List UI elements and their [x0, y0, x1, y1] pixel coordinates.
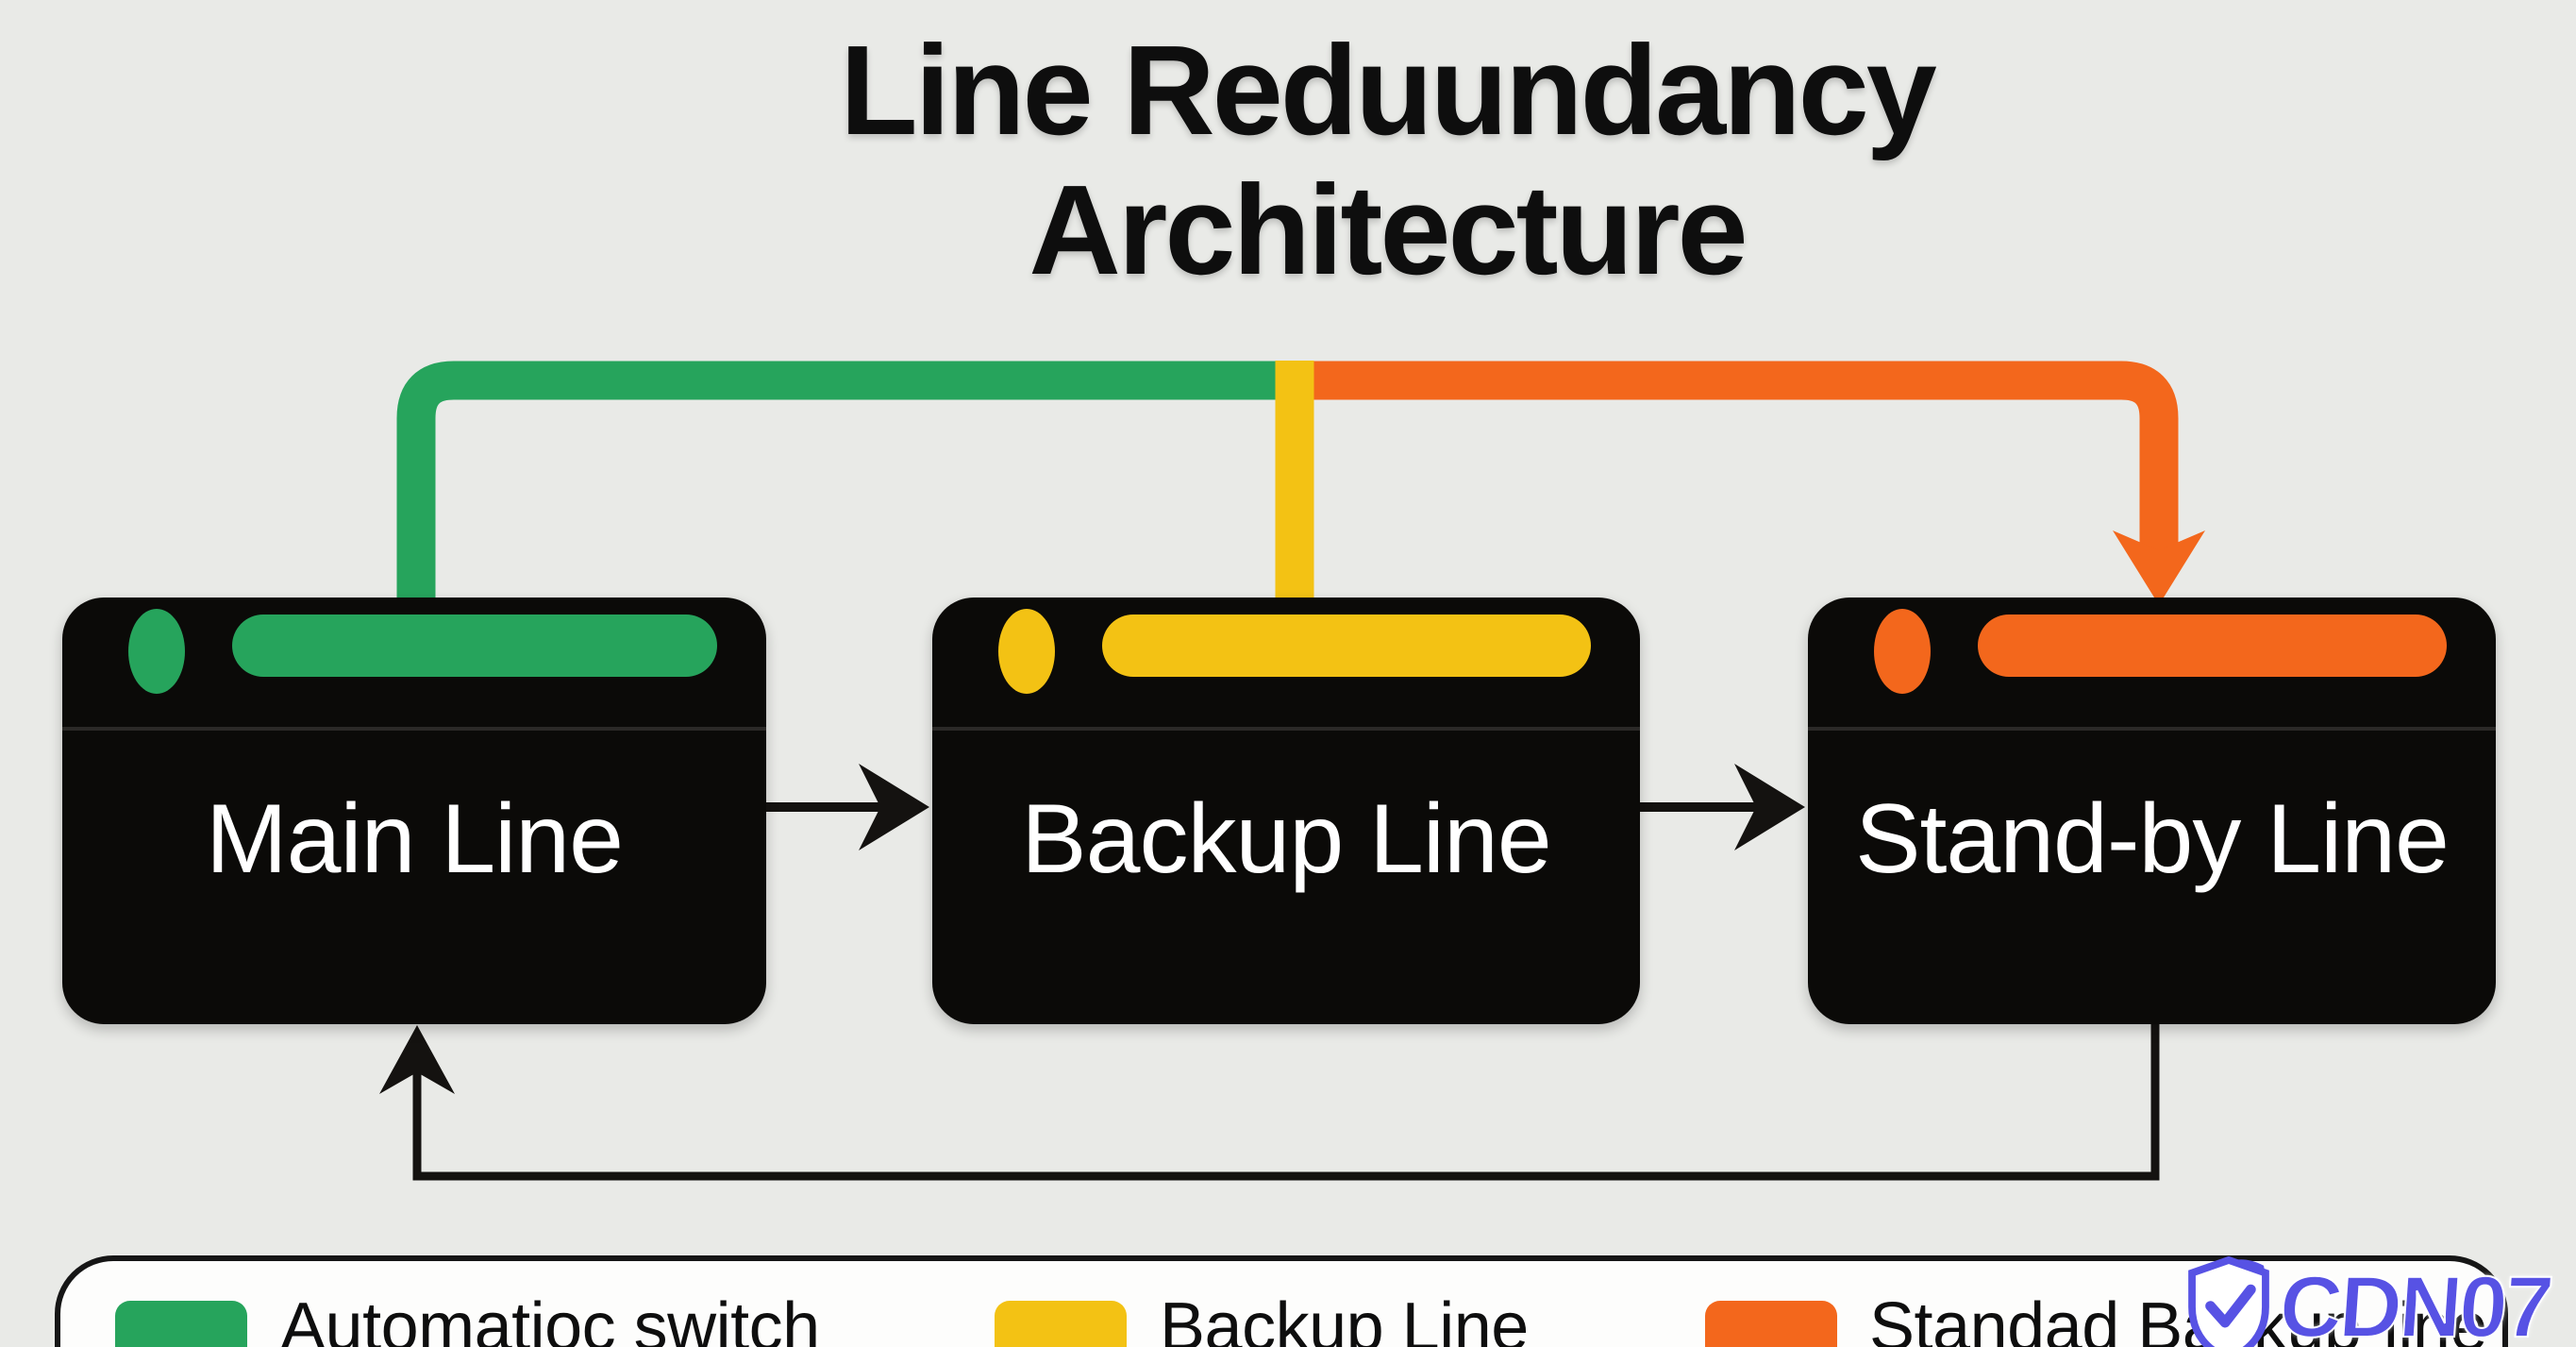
status-dot-green [128, 609, 185, 694]
arrowhead-main-to-backup [859, 764, 929, 850]
green-bus-path [396, 361, 1295, 606]
node-standby-line: Stand-by Line [1808, 598, 2496, 1024]
node-main-line: Main Line [62, 598, 766, 1024]
legend-swatch-yellow [995, 1301, 1127, 1347]
node-main-header [62, 598, 766, 731]
node-standby-label: Stand-by Line [1855, 784, 2450, 894]
legend-swatch-orange [1705, 1301, 1837, 1347]
watermark-text: CDN07 [2275, 1258, 2554, 1347]
node-backup-line: Backup Line [932, 598, 1640, 1024]
node-backup-header [932, 598, 1640, 731]
legend-swatch-green [115, 1301, 247, 1347]
title-bar-yellow [1102, 615, 1591, 677]
title-bar-orange [1978, 615, 2447, 677]
arrowhead-backup-to-standby [1734, 764, 1805, 850]
page-title: Line Reduundancy Architecture [840, 19, 1937, 301]
legend-label-backup-line: Backup Line [1160, 1289, 1529, 1347]
feedback-arrowhead [379, 1025, 455, 1094]
watermark: CDN07 [2182, 1256, 2554, 1347]
feedback-line [412, 1024, 2160, 1181]
title-bar-green [232, 615, 717, 677]
shield-check-icon [2188, 1256, 2269, 1347]
status-dot-orange [1874, 609, 1931, 694]
legend-label-automatic-switch: Automatioc switch [280, 1289, 820, 1347]
page-title-line1: Line Reduundancy [840, 19, 1937, 161]
node-standby-header [1808, 598, 2496, 731]
orange-down-arrowhead [2113, 530, 2205, 605]
page-title-line2: Architecture [1029, 159, 1748, 301]
status-dot-yellow [998, 609, 1055, 694]
node-main-label: Main Line [206, 784, 624, 894]
node-backup-label: Backup Line [1021, 784, 1551, 894]
legend-label-standard-backup-line: Standad Backup-line [1869, 1289, 2487, 1347]
orange-bus-path [1295, 361, 2179, 553]
legend-panel: Automatioc switch Backup Line Standad Ba… [55, 1255, 2508, 1347]
